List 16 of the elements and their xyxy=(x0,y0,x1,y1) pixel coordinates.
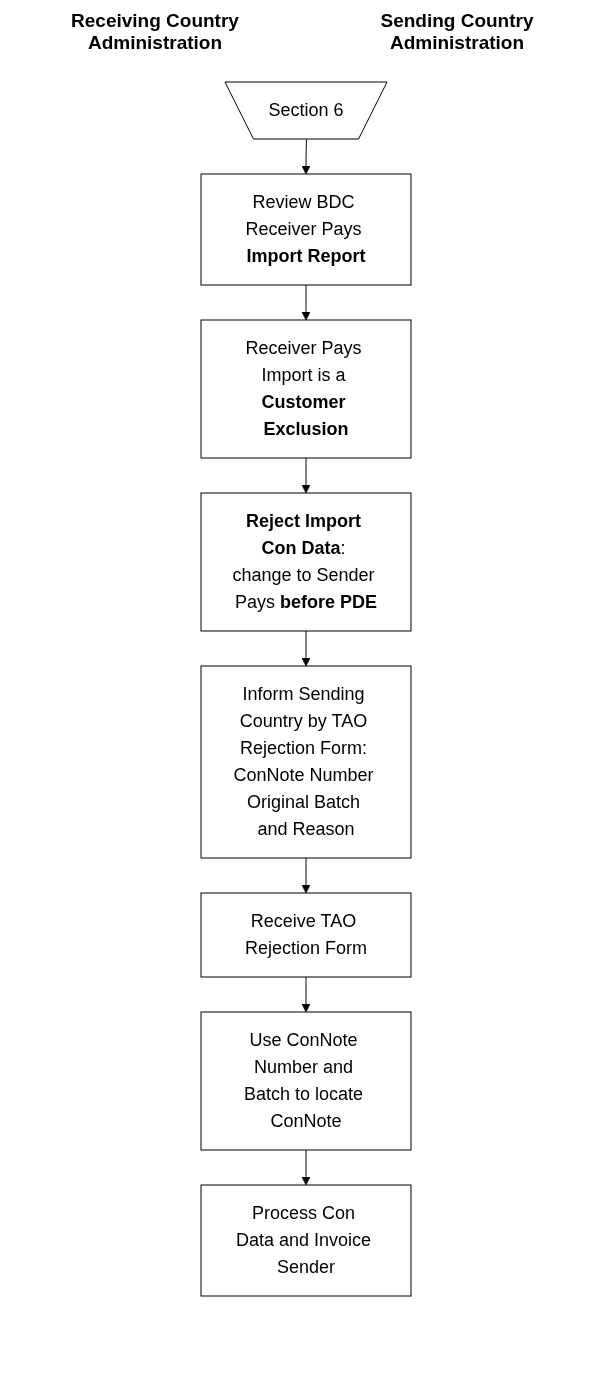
arrow xyxy=(301,976,311,1013)
arrow xyxy=(301,284,311,321)
node-box: Receiver Pays Import is a Customer Exclusion xyxy=(200,319,412,459)
column-heading: Sending Country Administration xyxy=(379,10,535,54)
arrow xyxy=(301,630,311,667)
node-box: Process Con Data and Invoice Sender xyxy=(200,1184,412,1297)
node-box: Use ConNote Number and Batch to locate ConNote xyxy=(200,1011,412,1151)
node-box: Reject Import Con Data: change to Sender Pays before PDE xyxy=(200,492,412,632)
node-box: Receive TAO Rejection Form xyxy=(200,892,412,978)
node-box: Inform Sending Country by TAO Rejection Form: ConNote Number Original Batch and Reason xyxy=(200,665,412,859)
arrow xyxy=(301,857,311,894)
arrow xyxy=(301,139,311,175)
arrow xyxy=(301,1149,311,1186)
column-heading: Receiving Country Administration xyxy=(70,10,240,54)
node-box: Review BDC Receiver Pays Import Report xyxy=(200,173,412,286)
arrow xyxy=(301,457,311,494)
